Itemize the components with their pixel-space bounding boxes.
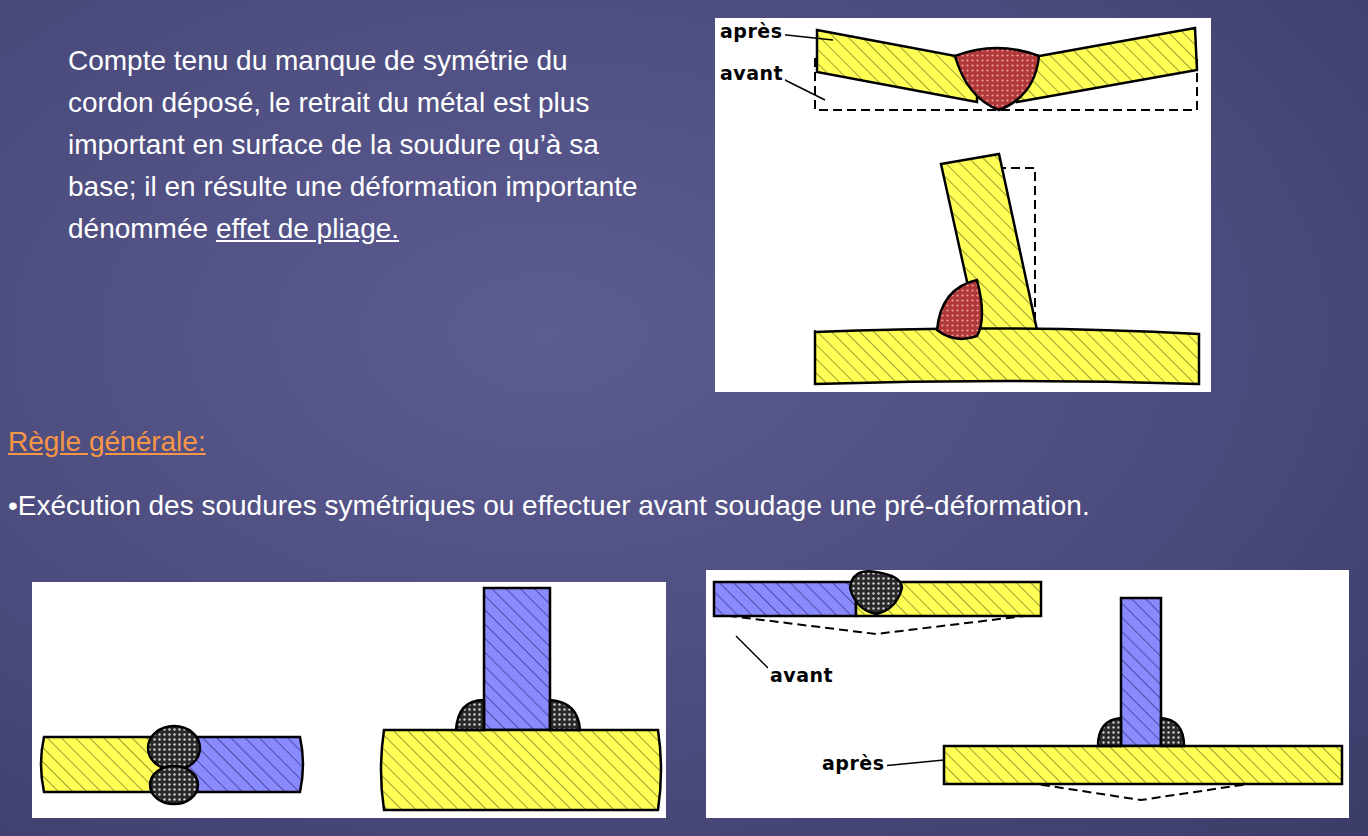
rule-heading: Règle générale:	[8, 426, 206, 458]
underlined-term: effet de pliage.	[216, 213, 399, 244]
figure-line	[736, 636, 768, 668]
figure-polygon	[944, 746, 1342, 784]
figure-label: après	[820, 752, 887, 774]
figure-path	[381, 730, 661, 810]
figure-path	[1161, 718, 1184, 746]
figure-label: après	[718, 20, 785, 42]
figure-polygon	[817, 30, 977, 102]
figure-polygon	[1017, 28, 1197, 102]
figure-label: avant	[768, 664, 835, 686]
symmetric-welds-figure	[32, 582, 666, 818]
figure-panel	[706, 570, 1349, 818]
figure-path	[550, 700, 580, 730]
figure-path	[955, 48, 1039, 110]
figure-polygon	[714, 582, 856, 616]
figure-line	[882, 760, 944, 766]
figure-path	[937, 280, 982, 339]
figure-polygon	[484, 588, 550, 730]
figure-line	[777, 34, 833, 40]
figure-panel	[715, 18, 1211, 392]
predeformation-figure	[706, 570, 1349, 818]
figure-polygon	[1121, 598, 1161, 746]
figure-path	[850, 571, 902, 614]
figure-path	[815, 328, 1199, 384]
bending-figure	[715, 18, 1211, 392]
figure-label: avant	[718, 62, 785, 84]
figure-ellipse	[148, 726, 200, 770]
intro-paragraph: Compte tenu du manque de symétrie du cor…	[68, 40, 653, 250]
figure-panel	[32, 582, 666, 818]
rule-text: •Exécution des soudures symétriques ou e…	[8, 490, 1090, 522]
figure-path	[456, 700, 484, 730]
figure-path	[1098, 718, 1121, 746]
figure-ellipse	[150, 766, 198, 804]
